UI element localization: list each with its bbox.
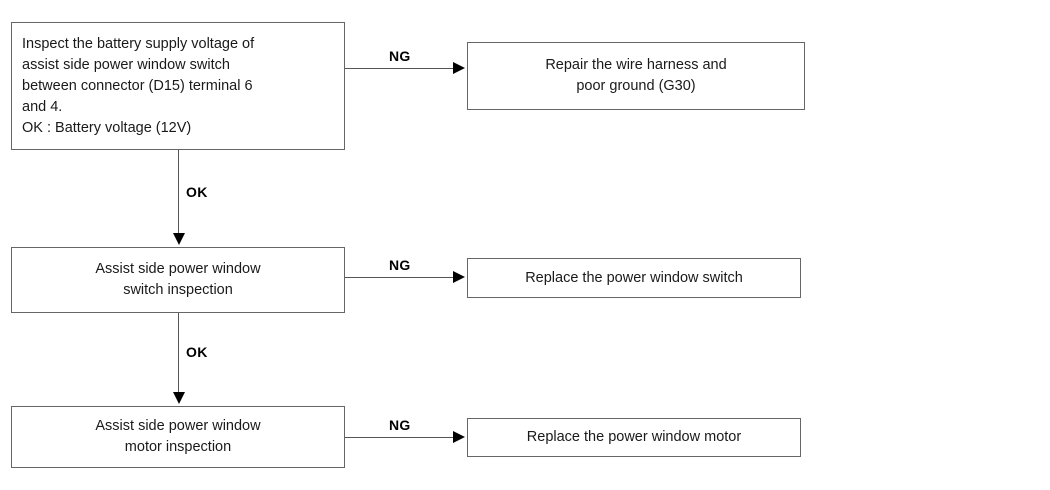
edge-arrowhead-ng3 (453, 431, 465, 443)
edge-line-ok1 (178, 150, 179, 235)
edge-label-ng3: NG (389, 417, 411, 433)
flow-node-step1: Inspect the battery supply voltage of as… (11, 22, 345, 150)
edge-line-ok2 (178, 313, 179, 394)
flow-node-step2: Assist side power window switch inspecti… (11, 247, 345, 313)
edge-line-ng3 (345, 437, 455, 438)
edge-arrowhead-ok2 (173, 392, 185, 404)
flow-node-result3: Replace the power window motor (467, 418, 801, 457)
flow-node-result1: Repair the wire harness and poor ground … (467, 42, 805, 110)
edge-label-ng1: NG (389, 48, 411, 64)
edge-label-ok2: OK (186, 344, 208, 360)
edge-line-ng2 (345, 277, 455, 278)
edge-line-ng1 (345, 68, 455, 69)
edge-label-ok1: OK (186, 184, 208, 200)
flow-node-step3: Assist side power window motor inspectio… (11, 406, 345, 468)
edge-arrowhead-ng2 (453, 271, 465, 283)
edge-arrowhead-ng1 (453, 62, 465, 74)
flow-node-result2: Replace the power window switch (467, 258, 801, 298)
edge-arrowhead-ok1 (173, 233, 185, 245)
edge-label-ng2: NG (389, 257, 411, 273)
